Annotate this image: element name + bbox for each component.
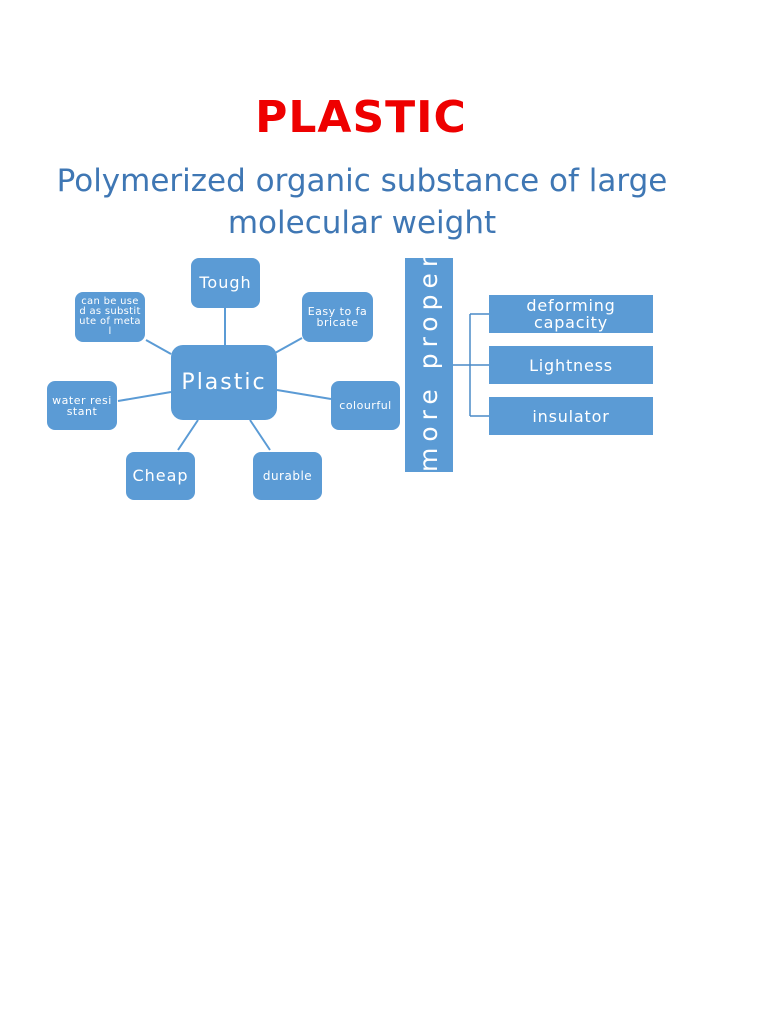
- page-title: PLASTIC: [255, 92, 467, 143]
- node-metal-label: can be used as substitute of metal: [79, 296, 141, 337]
- node-water-resistant: water resistant: [47, 381, 117, 430]
- node-tough: Tough: [191, 258, 260, 308]
- node-colourful-label: colourful: [339, 399, 392, 412]
- connector-colourful: [276, 389, 332, 400]
- page-subtitle: Polymerized organic substance of large m…: [56, 163, 668, 241]
- more-properties-header: more propert: [405, 258, 453, 472]
- more-properties-header-label: more propert: [414, 258, 443, 472]
- node-water-label: water resistant: [52, 393, 112, 418]
- center-node-label: Plastic: [181, 369, 267, 395]
- node-cheap-label: Cheap: [132, 466, 189, 485]
- property-lightness-label: Lightness: [529, 355, 613, 375]
- node-colourful: colourful: [331, 381, 400, 430]
- property-insulator-label: insulator: [532, 406, 610, 426]
- node-durable-label: durable: [262, 468, 313, 483]
- center-node-plastic: Plastic: [171, 345, 277, 420]
- connector-metal: [145, 339, 172, 355]
- connector-water: [117, 391, 172, 402]
- connector-cheap: [177, 419, 199, 451]
- property-lightness: Lightness: [489, 346, 653, 384]
- node-substitute-of-metal: can be used as substitute of metal: [75, 292, 145, 342]
- connector-durable: [249, 419, 271, 451]
- property-insulator: insulator: [489, 397, 653, 435]
- connector-fabricate: [274, 337, 303, 354]
- node-easy-to-fabricate: Easy to fabricate: [302, 292, 373, 342]
- node-tough-label: Tough: [199, 273, 252, 292]
- property-deforming-label: deforming capacity: [526, 296, 616, 332]
- node-fabricate-label: Easy to fabricate: [307, 305, 368, 329]
- node-durable: durable: [253, 452, 322, 500]
- node-cheap: Cheap: [126, 452, 195, 500]
- property-deforming-capacity: deforming capacity: [489, 295, 653, 333]
